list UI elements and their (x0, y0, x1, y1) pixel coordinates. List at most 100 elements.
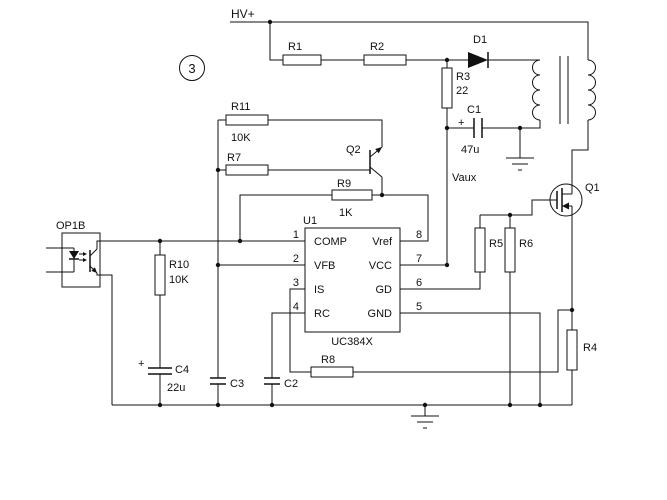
wire-gate-net (479, 199, 557, 228)
label-u1: U1 (303, 215, 317, 227)
label-r5: R5 (489, 238, 503, 250)
label-r3: R3 (456, 71, 470, 83)
resistor-r8: R8 (310, 354, 354, 378)
junction-dot (215, 167, 221, 173)
label-r8: R8 (321, 354, 335, 366)
capacitor-c3: C3 (210, 377, 244, 390)
resistor-r5-body (474, 227, 486, 273)
capacitor-c4: + C4 22u (138, 358, 189, 394)
junction-dot (444, 262, 450, 268)
resistor-r5: R5 (474, 227, 503, 273)
ic-u1-body (304, 227, 401, 333)
label-r7: R7 (227, 152, 241, 164)
wire-primary-row (269, 22, 540, 61)
transistor-q2: Q2 (346, 144, 383, 178)
optocoupler-led-leads (62, 247, 75, 273)
capacitor-c3-plates (210, 377, 226, 385)
capacitor-c4-plates (148, 367, 172, 375)
label-vaux: Vaux (452, 172, 477, 184)
junction-dot (422, 402, 428, 408)
part-number-u1: UC384X (331, 336, 373, 348)
transformer-core (559, 56, 569, 124)
resistor-r3-body (441, 67, 453, 109)
value-r11: 10K (231, 132, 251, 144)
value-r3: 22 (456, 85, 468, 97)
resistor-r6-body (504, 227, 516, 273)
mosfet-q1: Q1 (549, 182, 600, 217)
junction-dot (444, 125, 450, 131)
junction-dot (269, 402, 275, 408)
mosfet-q1-outline (549, 183, 583, 217)
resistor-r6: R6 (504, 227, 533, 273)
wire-drain-net (571, 120, 589, 194)
polarity-c4: + (138, 358, 144, 370)
ground-symbol-main (411, 405, 439, 429)
junction-dot (157, 402, 163, 408)
polarity-c1: + (458, 117, 464, 129)
junction-dot (444, 57, 450, 63)
resistor-r2: R2 (363, 41, 407, 66)
wire-pin4-rc-net (271, 312, 305, 405)
resistor-r7-body (225, 164, 269, 176)
junction-dot (517, 125, 523, 131)
capacitor-c2: C2 (264, 377, 298, 390)
circuit-wiring (46, 21, 589, 406)
label-q2: Q2 (346, 144, 361, 156)
wire-r11-row (268, 119, 383, 147)
junction-dot (537, 402, 543, 408)
value-c1: 47u (461, 144, 479, 156)
resistor-r8-body (310, 366, 354, 378)
diode-d1: D1 (468, 34, 489, 68)
resistor-r4-body (566, 329, 578, 371)
pin-name-rc: RC (314, 308, 330, 320)
optocoupler-op1b: OP1B (56, 220, 101, 288)
pin-number-3: 3 (293, 277, 299, 289)
junction-dot (215, 402, 221, 408)
transformer-right-winding (587, 59, 596, 121)
ground-symbol-c1 (506, 157, 534, 171)
resistor-r2-body (363, 54, 407, 66)
figure-number: 3 (188, 61, 195, 76)
label-r9: R9 (337, 178, 351, 190)
pin-number-4: 4 (293, 301, 299, 313)
wire-current-sense-net (289, 288, 572, 373)
capacitor-c1: C1 + 47u (458, 104, 483, 156)
optocoupler-emission-lines (79, 253, 83, 261)
figure-number-badge: 3 (179, 55, 205, 81)
label-r6: R6 (519, 238, 533, 250)
ground-symbol-main-bars (411, 405, 439, 429)
wire-opto-bottom-lead (100, 274, 113, 405)
resistor-r10-body (154, 254, 166, 296)
transformer (532, 56, 596, 124)
wire-hv-rail (230, 21, 589, 60)
optocoupler-emission-arrow-1 (83, 252, 87, 256)
resistor-r1-body (282, 54, 322, 66)
pin-name-gd: GD (376, 284, 393, 296)
label-q1: Q1 (585, 182, 600, 194)
resistor-r3: R3 22 (441, 67, 470, 109)
resistor-r11: R11 10K (225, 101, 269, 144)
label-hv-rail: HV+ (231, 7, 255, 21)
pin-name-vcc: VCC (369, 260, 392, 272)
transistor-q2-arrow (375, 147, 382, 154)
pin-number-2: 2 (293, 253, 299, 265)
wire-pin5-gnd-net (400, 312, 541, 405)
label-r2: R2 (370, 41, 384, 53)
capacitor-c2-plates (264, 377, 280, 385)
optocoupler-emission-arrow-2 (83, 258, 87, 262)
resistor-r11-body (225, 114, 269, 126)
ic-u1: U1 UC384X COMP VFB IS RC Vref VCC GD GND… (293, 215, 422, 348)
pin-number-8: 8 (416, 229, 422, 241)
label-c2: C2 (284, 378, 298, 390)
value-r10: 10K (169, 274, 189, 286)
wire-pin6-gd-net (400, 272, 481, 290)
pin-number-7: 7 (416, 253, 422, 265)
label-r4: R4 (583, 342, 597, 354)
label-c1: C1 (467, 104, 481, 116)
resistor-r7: R7 (225, 152, 269, 176)
resistor-r10: R10 10K (154, 254, 189, 296)
resistor-r4: R4 (566, 329, 597, 371)
pin-number-6: 6 (416, 277, 422, 289)
pin-name-comp: COMP (314, 236, 347, 248)
